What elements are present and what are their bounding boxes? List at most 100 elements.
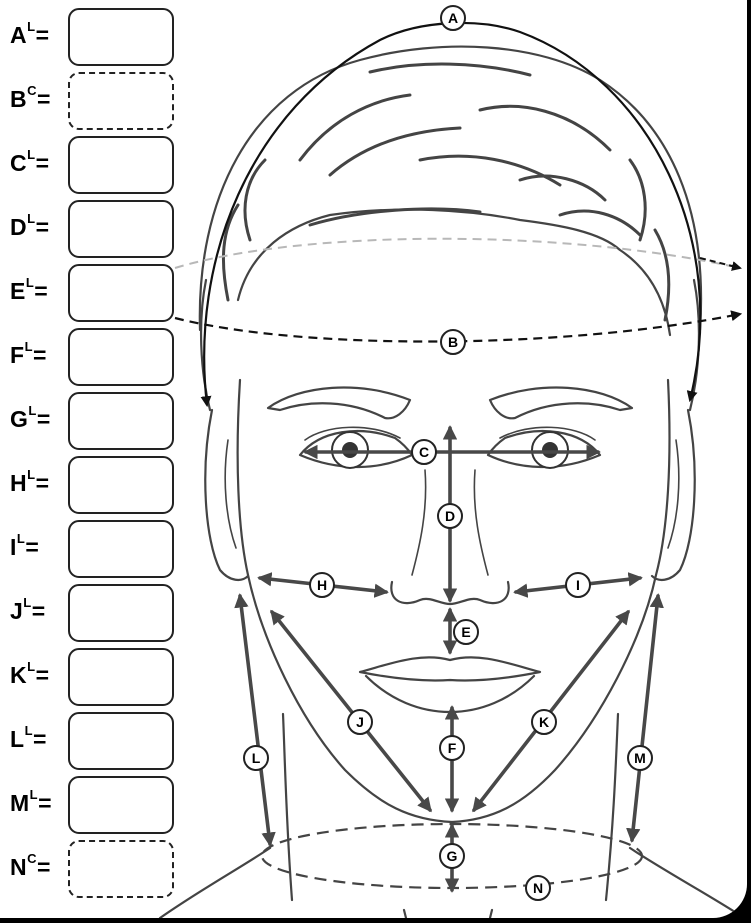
- hair-outline: [200, 47, 701, 330]
- label-equals: =: [36, 470, 50, 496]
- measurement-label: LL=: [10, 726, 68, 753]
- label-equals: =: [38, 790, 52, 816]
- measurement-row-d: DL=: [6, 200, 176, 256]
- answer-box-b[interactable]: [68, 72, 174, 130]
- measurement-row-a: AL=: [6, 8, 176, 64]
- measurement-label: GL=: [10, 406, 68, 433]
- answer-box-n[interactable]: [68, 840, 174, 898]
- measurement-label: AL=: [10, 22, 68, 49]
- eyebrow-right: [490, 388, 632, 419]
- answer-box-j[interactable]: [68, 584, 174, 642]
- marker-A: A: [441, 6, 465, 30]
- answer-box-h[interactable]: [68, 456, 174, 514]
- answer-box-c[interactable]: [68, 136, 174, 194]
- label-equals: =: [36, 150, 50, 176]
- label-superscript: L: [26, 275, 34, 290]
- measurement-label: DL=: [10, 214, 68, 241]
- label-equals: =: [36, 22, 50, 48]
- marker-C: C: [412, 440, 436, 464]
- head-ring-B-back-arrow: [700, 258, 740, 268]
- label-equals: =: [36, 214, 50, 240]
- svg-text:C: C: [419, 444, 429, 460]
- upper-lip: [360, 657, 540, 680]
- marker-E: E: [454, 620, 478, 644]
- marker-I: I: [566, 573, 590, 597]
- svg-text:D: D: [445, 508, 455, 524]
- measurement-row-g: GL=: [6, 392, 176, 448]
- label-superscript: L: [25, 339, 33, 354]
- measurement-row-n: NC=: [6, 840, 176, 896]
- label-equals: =: [37, 406, 51, 432]
- answer-box-k[interactable]: [68, 648, 174, 706]
- label-letter: L: [10, 726, 25, 752]
- measurement-label: HL=: [10, 470, 68, 497]
- label-letter: I: [10, 534, 17, 560]
- label-equals: =: [33, 726, 47, 752]
- svg-text:H: H: [317, 577, 327, 593]
- measurement-row-b: BC=: [6, 72, 176, 128]
- marker-N: N: [526, 876, 550, 900]
- svg-text:I: I: [576, 577, 580, 593]
- measurement-label: IL=: [10, 534, 68, 561]
- marker-M: M: [628, 746, 652, 770]
- marker-G: G: [440, 844, 464, 868]
- ear-right: [652, 410, 695, 580]
- svg-text:J: J: [356, 714, 364, 730]
- label-superscript: L: [23, 595, 31, 610]
- svg-text:K: K: [539, 714, 549, 730]
- measurement-label: ML=: [10, 790, 68, 817]
- hairline: [238, 210, 670, 335]
- label-letter: A: [10, 22, 27, 48]
- label-superscript: L: [28, 403, 36, 418]
- measure-line-M: [632, 596, 658, 840]
- answer-box-a[interactable]: [68, 8, 174, 66]
- nose-bridge-right: [474, 470, 488, 575]
- ear-left-inner: [225, 440, 236, 548]
- nose-bridge-left: [412, 470, 426, 575]
- measurement-row-c: CL=: [6, 136, 176, 192]
- measurement-label: EL=: [10, 278, 68, 305]
- label-equals: =: [34, 278, 48, 304]
- label-superscript: L: [27, 211, 35, 226]
- svg-text:L: L: [252, 750, 261, 766]
- svg-text:F: F: [448, 740, 457, 756]
- label-superscript: L: [27, 19, 35, 34]
- marker-F: F: [440, 736, 464, 760]
- marker-D: D: [438, 504, 462, 528]
- label-letter: J: [10, 598, 23, 624]
- hair-strands: [223, 64, 668, 320]
- label-equals: =: [37, 854, 51, 880]
- answer-box-e[interactable]: [68, 264, 174, 322]
- label-letter: M: [10, 790, 30, 816]
- marker-L: L: [244, 746, 268, 770]
- measurement-row-e: EL=: [6, 264, 176, 320]
- svg-text:G: G: [447, 848, 458, 864]
- measurement-row-h: HL=: [6, 456, 176, 512]
- label-superscript: L: [27, 467, 35, 482]
- label-letter: G: [10, 406, 28, 432]
- measurement-row-k: KL=: [6, 648, 176, 704]
- label-letter: C: [10, 150, 27, 176]
- lower-lip: [366, 676, 534, 712]
- label-superscript: L: [25, 723, 33, 738]
- measurement-label: FL=: [10, 342, 68, 369]
- measure-line-K: [474, 612, 628, 810]
- marker-J: J: [348, 710, 372, 734]
- eye-right: [488, 427, 600, 468]
- measurement-row-f: FL=: [6, 328, 176, 384]
- marker-H: H: [310, 573, 334, 597]
- label-superscript: C: [27, 83, 37, 98]
- measurement-label: BC=: [10, 86, 68, 113]
- answer-box-l[interactable]: [68, 712, 174, 770]
- answer-box-f[interactable]: [68, 328, 174, 386]
- measure-line-J: [272, 612, 430, 810]
- label-equals: =: [33, 342, 47, 368]
- marker-K: K: [532, 710, 556, 734]
- answer-box-i[interactable]: [68, 520, 174, 578]
- label-superscript: L: [27, 147, 35, 162]
- answer-box-g[interactable]: [68, 392, 174, 450]
- answer-box-m[interactable]: [68, 776, 174, 834]
- collar-left: [404, 910, 406, 918]
- answer-box-d[interactable]: [68, 200, 174, 258]
